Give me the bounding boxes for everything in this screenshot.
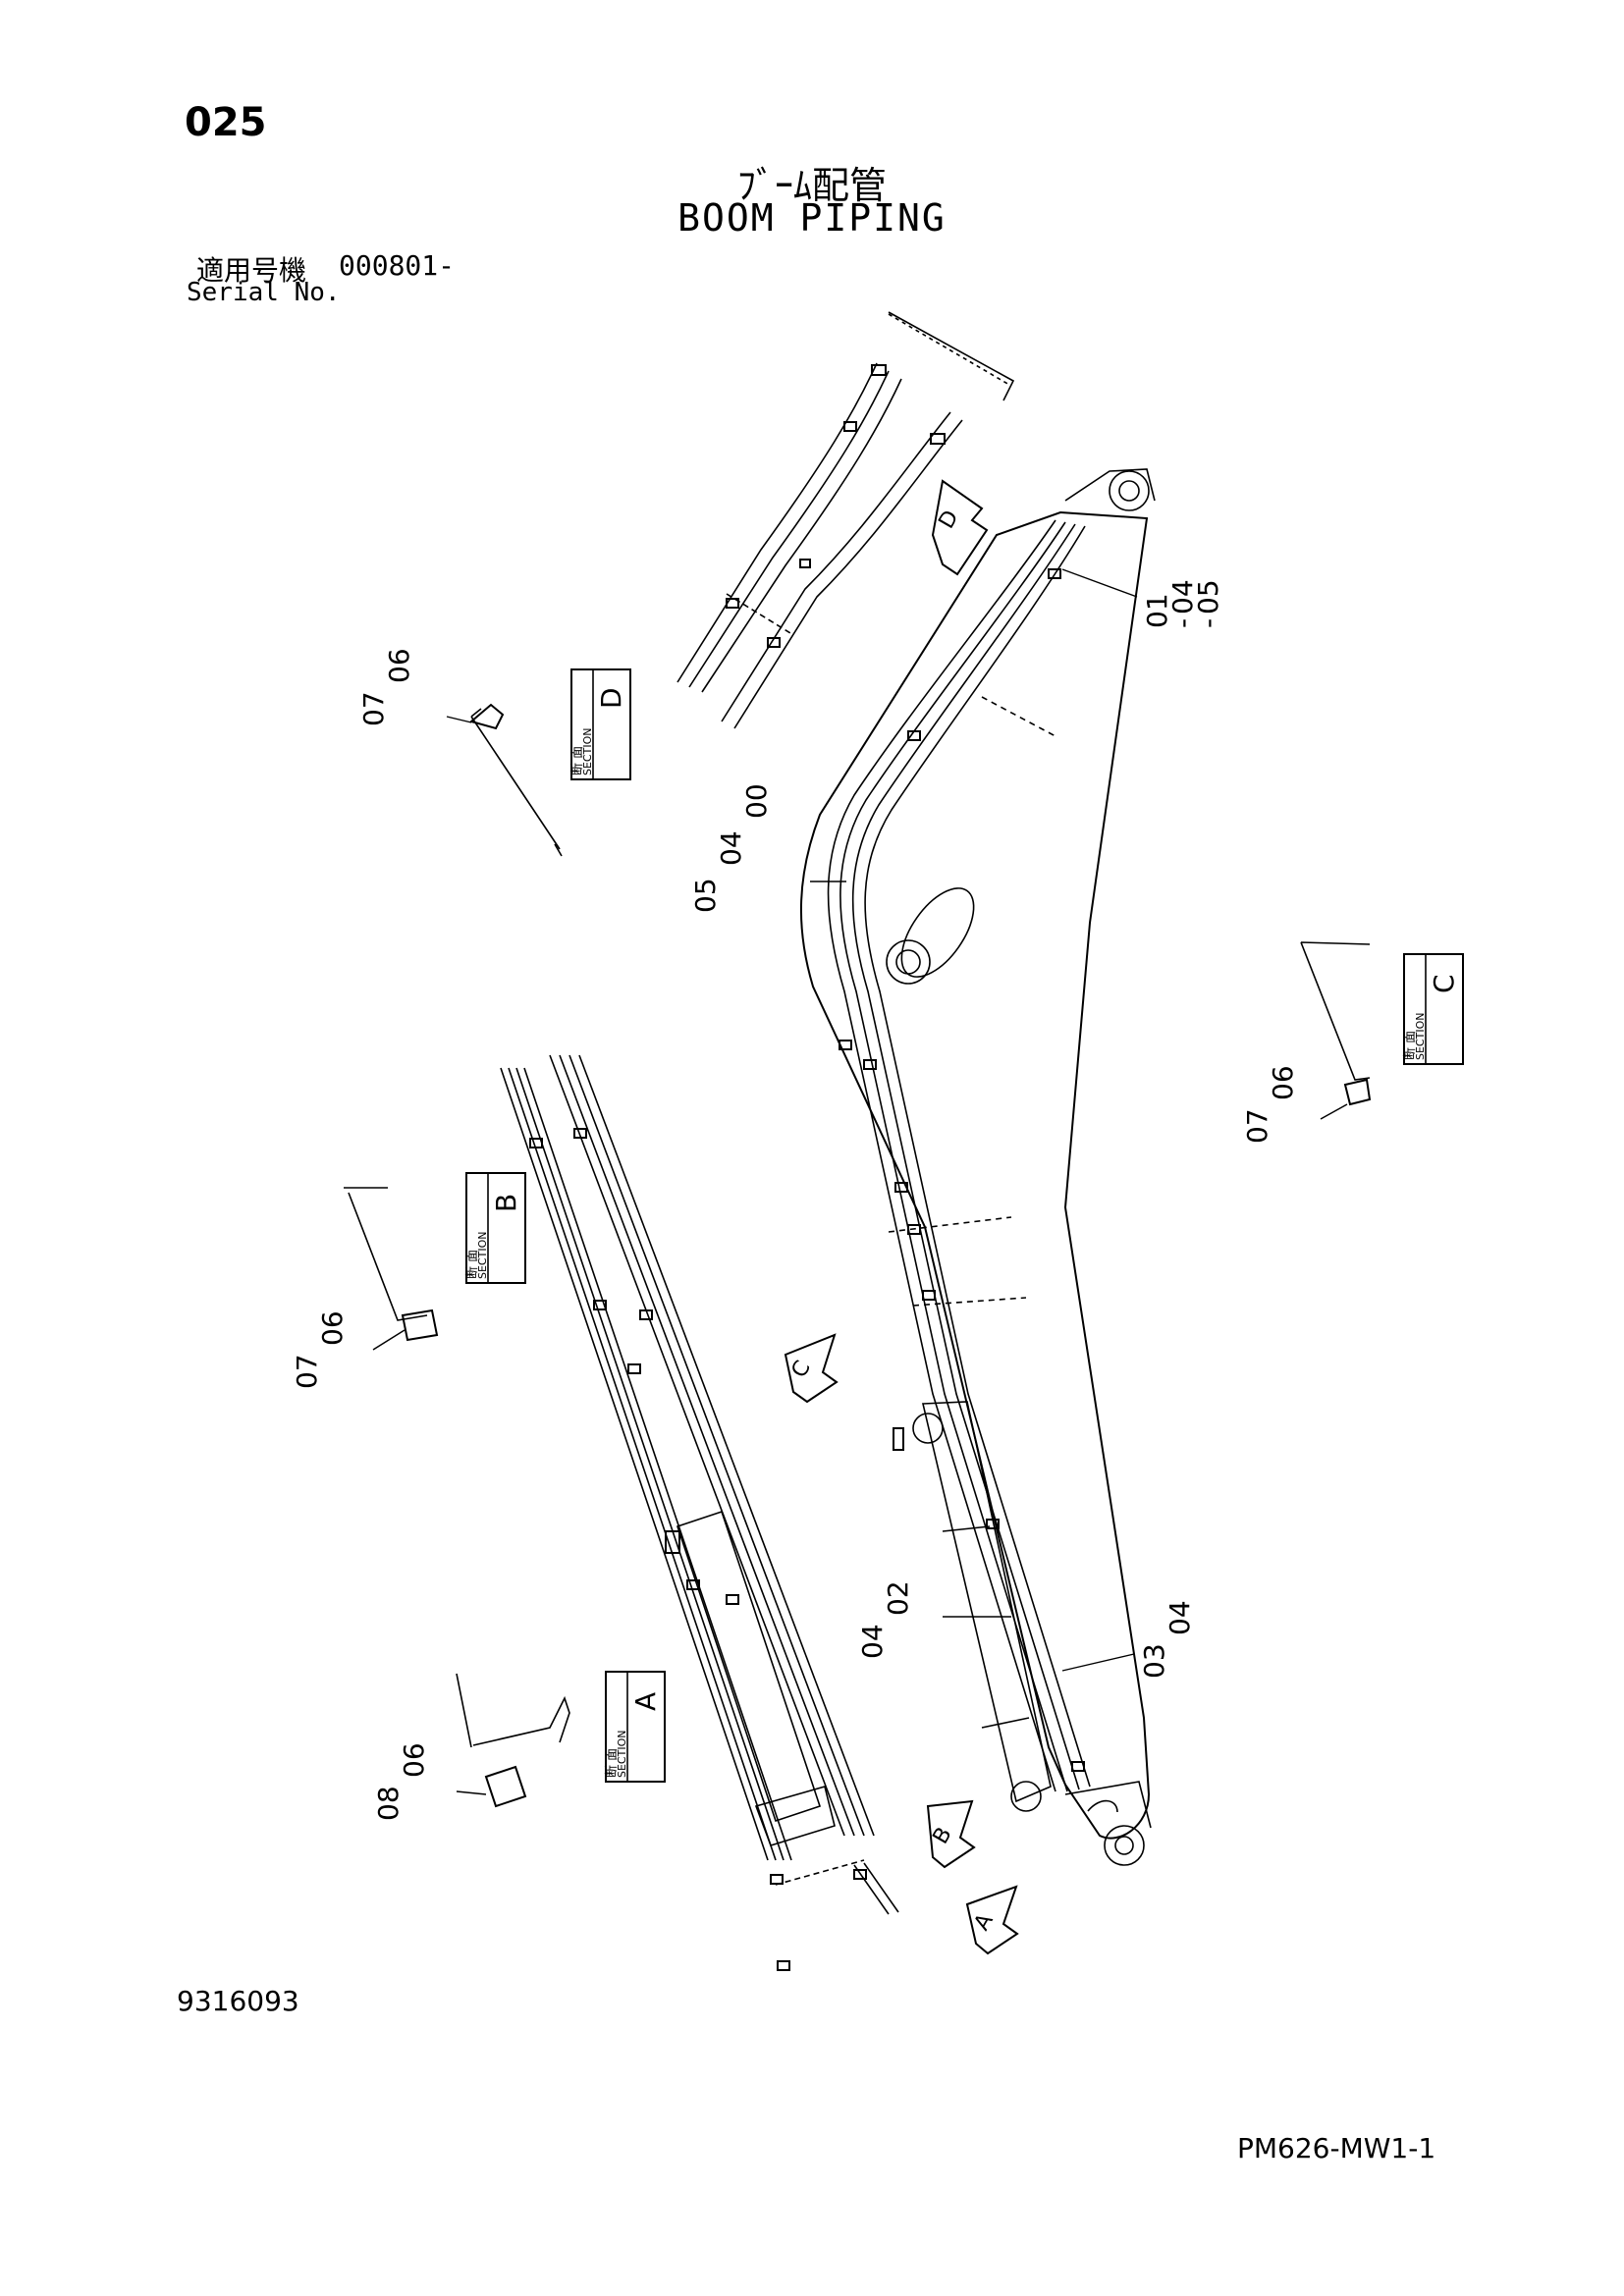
svg-text:SECTION: SECTION [476,1232,489,1279]
svg-text:断 面: 断 面 [570,746,585,775]
boom-head-pin [1109,470,1150,511]
svg-text:B: B [929,1823,957,1848]
boom-cylinder [922,1401,1052,1803]
page-number: 025 [185,100,267,145]
svg-text:断 面: 断 面 [605,1748,620,1778]
callout-03-04: 03 04 [1138,1600,1196,1679]
svg-text:-: - [1192,618,1224,628]
svg-text:03: 03 [1138,1643,1170,1679]
page-code: PM626-MW1-1 [1237,2132,1436,2164]
svg-text:05: 05 [689,878,722,913]
svg-text:04: 04 [715,830,747,866]
section-c-letter: C [1428,974,1460,993]
callout-01-04-05: 01 - 04 - 05 [1141,579,1224,628]
svg-text:05: 05 [1192,579,1224,614]
section-d-box: D SECTION 断 面 [570,668,631,780]
section-sketch-d [468,703,563,857]
section-b-letter: B [490,1194,522,1212]
callout-08-06-section-a: 08 06 [372,1742,430,1821]
svg-text:04: 04 [856,1624,889,1659]
svg-text:01: 01 [1141,593,1173,628]
svg-text:06: 06 [383,648,415,683]
svg-text:06: 06 [398,1742,430,1778]
svg-text:00: 00 [740,783,773,819]
svg-text:SECTION: SECTION [616,1731,628,1778]
section-sketch-b [344,1187,439,1342]
detail-upper [677,311,1015,729]
serial-value: 000801- [339,249,456,282]
section-a-letter: A [629,1692,662,1711]
serial-label-english: Serial No. [187,278,341,307]
callout-05-04-00: 05 04 00 [689,783,773,913]
detail-lower [500,1054,899,1971]
boom-outline [799,510,1151,1840]
title-japanese: ﾌﾞｰﾑ配管 [736,164,887,207]
boom-assembly [799,468,1156,1866]
section-c-box: C SECTION 断 面 [1403,953,1464,1065]
svg-text:07: 07 [1241,1108,1273,1144]
svg-text:06: 06 [1267,1065,1299,1100]
boom-foot-pin [1104,1825,1145,1866]
view-marker-d: D [931,479,989,576]
svg-text:07: 07 [291,1354,323,1389]
callout-07-06-section-d: 07 06 [357,648,415,726]
view-marker-b: B [926,1799,976,1869]
callout-04-02: 04 02 [856,1580,914,1659]
svg-text:07: 07 [357,691,390,726]
hose-bundle [827,519,1056,1792]
callout-07-06-section-b: 07 06 [291,1310,349,1389]
section-d-letter: D [595,687,627,709]
serial-label-japanese: 適用号機 [196,254,307,287]
section-sketch-c [1300,941,1372,1106]
svg-text:-: - [1166,618,1199,628]
section-b-box: B SECTION 断 面 [465,1172,526,1284]
svg-text:断 面: 断 面 [465,1250,480,1279]
svg-text:断 面: 断 面 [1403,1031,1418,1060]
svg-text:SECTION: SECTION [581,728,594,775]
svg-text:06: 06 [316,1310,349,1346]
svg-text:08: 08 [372,1786,405,1821]
callout-07-06-section-c: 07 06 [1241,1065,1299,1144]
svg-text:02: 02 [882,1580,914,1616]
title-english: BOOM PIPING [677,196,947,240]
view-marker-a: A [965,1885,1019,1955]
svg-text:SECTION: SECTION [1414,1013,1427,1060]
section-a-box: A SECTION 断 面 [605,1671,666,1783]
section-sketch-a [456,1673,570,1808]
svg-text:04: 04 [1166,579,1199,614]
svg-text:04: 04 [1164,1600,1196,1635]
svg-text:D: D [935,507,964,533]
drawing-number: 9316093 [177,1985,299,2017]
leader-lines [372,568,1348,1795]
clamps [839,568,1085,1772]
view-marker-c: C [784,1333,839,1404]
